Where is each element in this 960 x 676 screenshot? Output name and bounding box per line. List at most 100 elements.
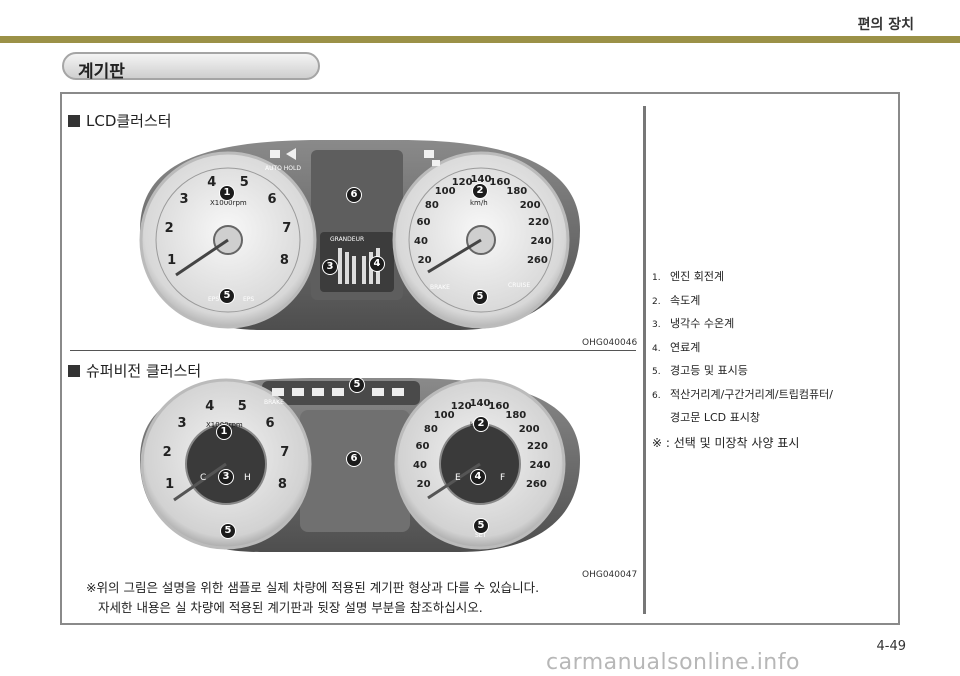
legend-divider	[643, 106, 646, 614]
page-number: 4-49	[876, 639, 906, 654]
tach-numeral-4: 4	[205, 398, 215, 414]
speed-numeral-120: 120	[451, 177, 473, 189]
callout-5: 5	[473, 518, 489, 534]
legend-item-continuation: 경고문 LCD 표시창	[670, 411, 760, 424]
figure-1-rule	[70, 350, 636, 351]
tach-numeral-2: 2	[164, 220, 174, 236]
legend-item: 2.속도계	[652, 293, 701, 307]
callout-6: 6	[346, 451, 362, 467]
legend-list: 1.엔진 회전계 2.속도계 3.냉각수 수온계 4.연료계 5.경고등 및 표…	[652, 266, 833, 429]
speed-numeral-60: 60	[415, 440, 430, 452]
cluster-2-fuel-empty: E	[455, 473, 461, 483]
cluster-2-set: SET	[475, 532, 487, 539]
speed-numeral-140: 140	[469, 398, 491, 409]
tach-numeral-1: 1	[165, 477, 175, 493]
tach-numeral-2: 2	[162, 444, 172, 460]
callout-5: 5	[349, 377, 365, 393]
cluster-1-cruise: CRUISE	[508, 282, 531, 289]
tach-numeral-5: 5	[237, 398, 247, 414]
callout-2: 2	[472, 183, 488, 199]
speed-numeral-40: 40	[413, 459, 427, 471]
cluster-2-indicators	[272, 388, 404, 396]
legend-item: 5.경고등 및 표시등	[652, 364, 748, 377]
tach-numeral-3: 3	[179, 191, 189, 207]
speed-numeral-80: 80	[423, 423, 438, 435]
legend-item: 4.연료계	[652, 340, 701, 354]
cluster-1-eps-right: EPS	[243, 296, 255, 303]
figure-1-title-text: LCD클러스터	[86, 112, 172, 130]
callout-5: 5	[219, 288, 235, 304]
cluster-2-speedo-needle	[427, 462, 481, 500]
speed-numeral-120: 120	[450, 401, 472, 413]
callout-5: 5	[472, 289, 488, 305]
speed-numeral-160: 160	[489, 177, 511, 189]
speed-numeral-220: 220	[528, 216, 549, 228]
speed-numeral-220: 220	[527, 440, 548, 452]
speed-numeral-100: 100	[433, 409, 455, 421]
cluster-1-indicators	[270, 148, 440, 166]
cluster-2-tach-needle	[173, 462, 227, 502]
callout-4: 4	[369, 256, 385, 272]
cluster-1-brand: GRANDEUR	[330, 236, 365, 243]
cluster-2-brake: BRAKE	[264, 399, 284, 406]
tach-numeral-8: 8	[279, 253, 289, 269]
cluster-1-auto-hold: AUTO HOLD	[265, 165, 301, 172]
callout-3: 3	[218, 469, 234, 485]
speed-numeral-20: 20	[416, 478, 431, 490]
cluster-2-temp-hot: H	[244, 473, 251, 483]
cluster-1-tach-unit: X1000rpm	[210, 199, 247, 207]
cluster-2-center-lcd	[300, 410, 410, 532]
cluster-2-fuel-full: F	[500, 473, 506, 483]
square-bullet-icon	[68, 365, 80, 377]
speed-numeral-180: 180	[506, 185, 528, 197]
tach-numeral-8: 8	[277, 477, 287, 493]
option-note: ※ : 선택 및 미장착 사양 표시	[652, 436, 800, 450]
speed-numeral-260: 260	[525, 478, 547, 490]
tach-numeral-3: 3	[177, 415, 187, 431]
speed-numeral-100: 100	[434, 185, 456, 197]
tach-numeral-5: 5	[239, 174, 249, 190]
cluster-1-speedo-needle	[427, 238, 482, 274]
figure-2-title: 슈퍼비전 클러스터	[68, 360, 201, 381]
speed-numeral-240: 240	[529, 459, 551, 471]
callout-5: 5	[220, 523, 236, 539]
legend-item: 6.적산거리계/구간거리계/트립컴퓨터/	[652, 387, 833, 401]
tach-numeral-6: 6	[265, 415, 275, 431]
speed-numeral-140: 140	[470, 174, 492, 185]
tach-numeral-7: 7	[280, 444, 290, 460]
section-title: 편의 장치	[857, 17, 914, 33]
callout-4: 4	[470, 469, 486, 485]
caption-line-1: ※위의 그림은 설명을 위한 샘플로 실제 차량에 적용된 계기판 형상과 다를…	[86, 580, 540, 595]
cluster-2-temp-cold: C	[200, 473, 207, 483]
figure-2-code: OHG040047	[582, 570, 638, 580]
speed-numeral-20: 20	[417, 254, 432, 266]
cluster-1-eps-left: EPS	[208, 296, 220, 303]
speed-numeral-200: 200	[519, 199, 541, 211]
legend-item: 3.냉각수 수온계	[652, 317, 735, 330]
figure-2-title-text: 슈퍼비전 클러스터	[86, 362, 202, 380]
figure-caption: ※위의 그림은 설명을 위한 샘플로 실제 차량에 적용된 계기판 형상과 다를…	[86, 578, 539, 618]
cluster-1-tach-needle	[175, 238, 229, 277]
speed-numeral-40: 40	[414, 235, 428, 247]
cluster-1-brake: BRAKE	[430, 284, 450, 291]
square-bullet-icon	[68, 115, 80, 127]
tach-numeral-7: 7	[282, 220, 292, 236]
watermark: carmanualsonline.info	[546, 650, 800, 675]
callout-1: 1	[216, 424, 232, 440]
page-title: 계기판	[78, 62, 125, 82]
tach-numeral-1: 1	[167, 253, 177, 269]
speed-numeral-60: 60	[416, 216, 431, 228]
speed-numeral-260: 260	[526, 254, 548, 266]
callout-1: 1	[219, 185, 235, 201]
speed-numeral-240: 240	[530, 235, 552, 247]
figure-1-title: LCD클러스터	[68, 110, 172, 131]
speed-numeral-200: 200	[518, 423, 540, 435]
tach-numeral-6: 6	[267, 191, 277, 207]
callout-6: 6	[346, 187, 362, 203]
page-title-pill: 계기판	[62, 52, 320, 82]
caption-line-2: 자세한 내용은 실 차량에 적용된 계기판과 뒷장 설명 부분을 참조하십시오.	[98, 600, 483, 615]
cluster-1-speedo-unit: km/h	[470, 199, 488, 207]
speed-numeral-160: 160	[488, 401, 510, 413]
page-header: 편의 장치	[0, 0, 960, 43]
